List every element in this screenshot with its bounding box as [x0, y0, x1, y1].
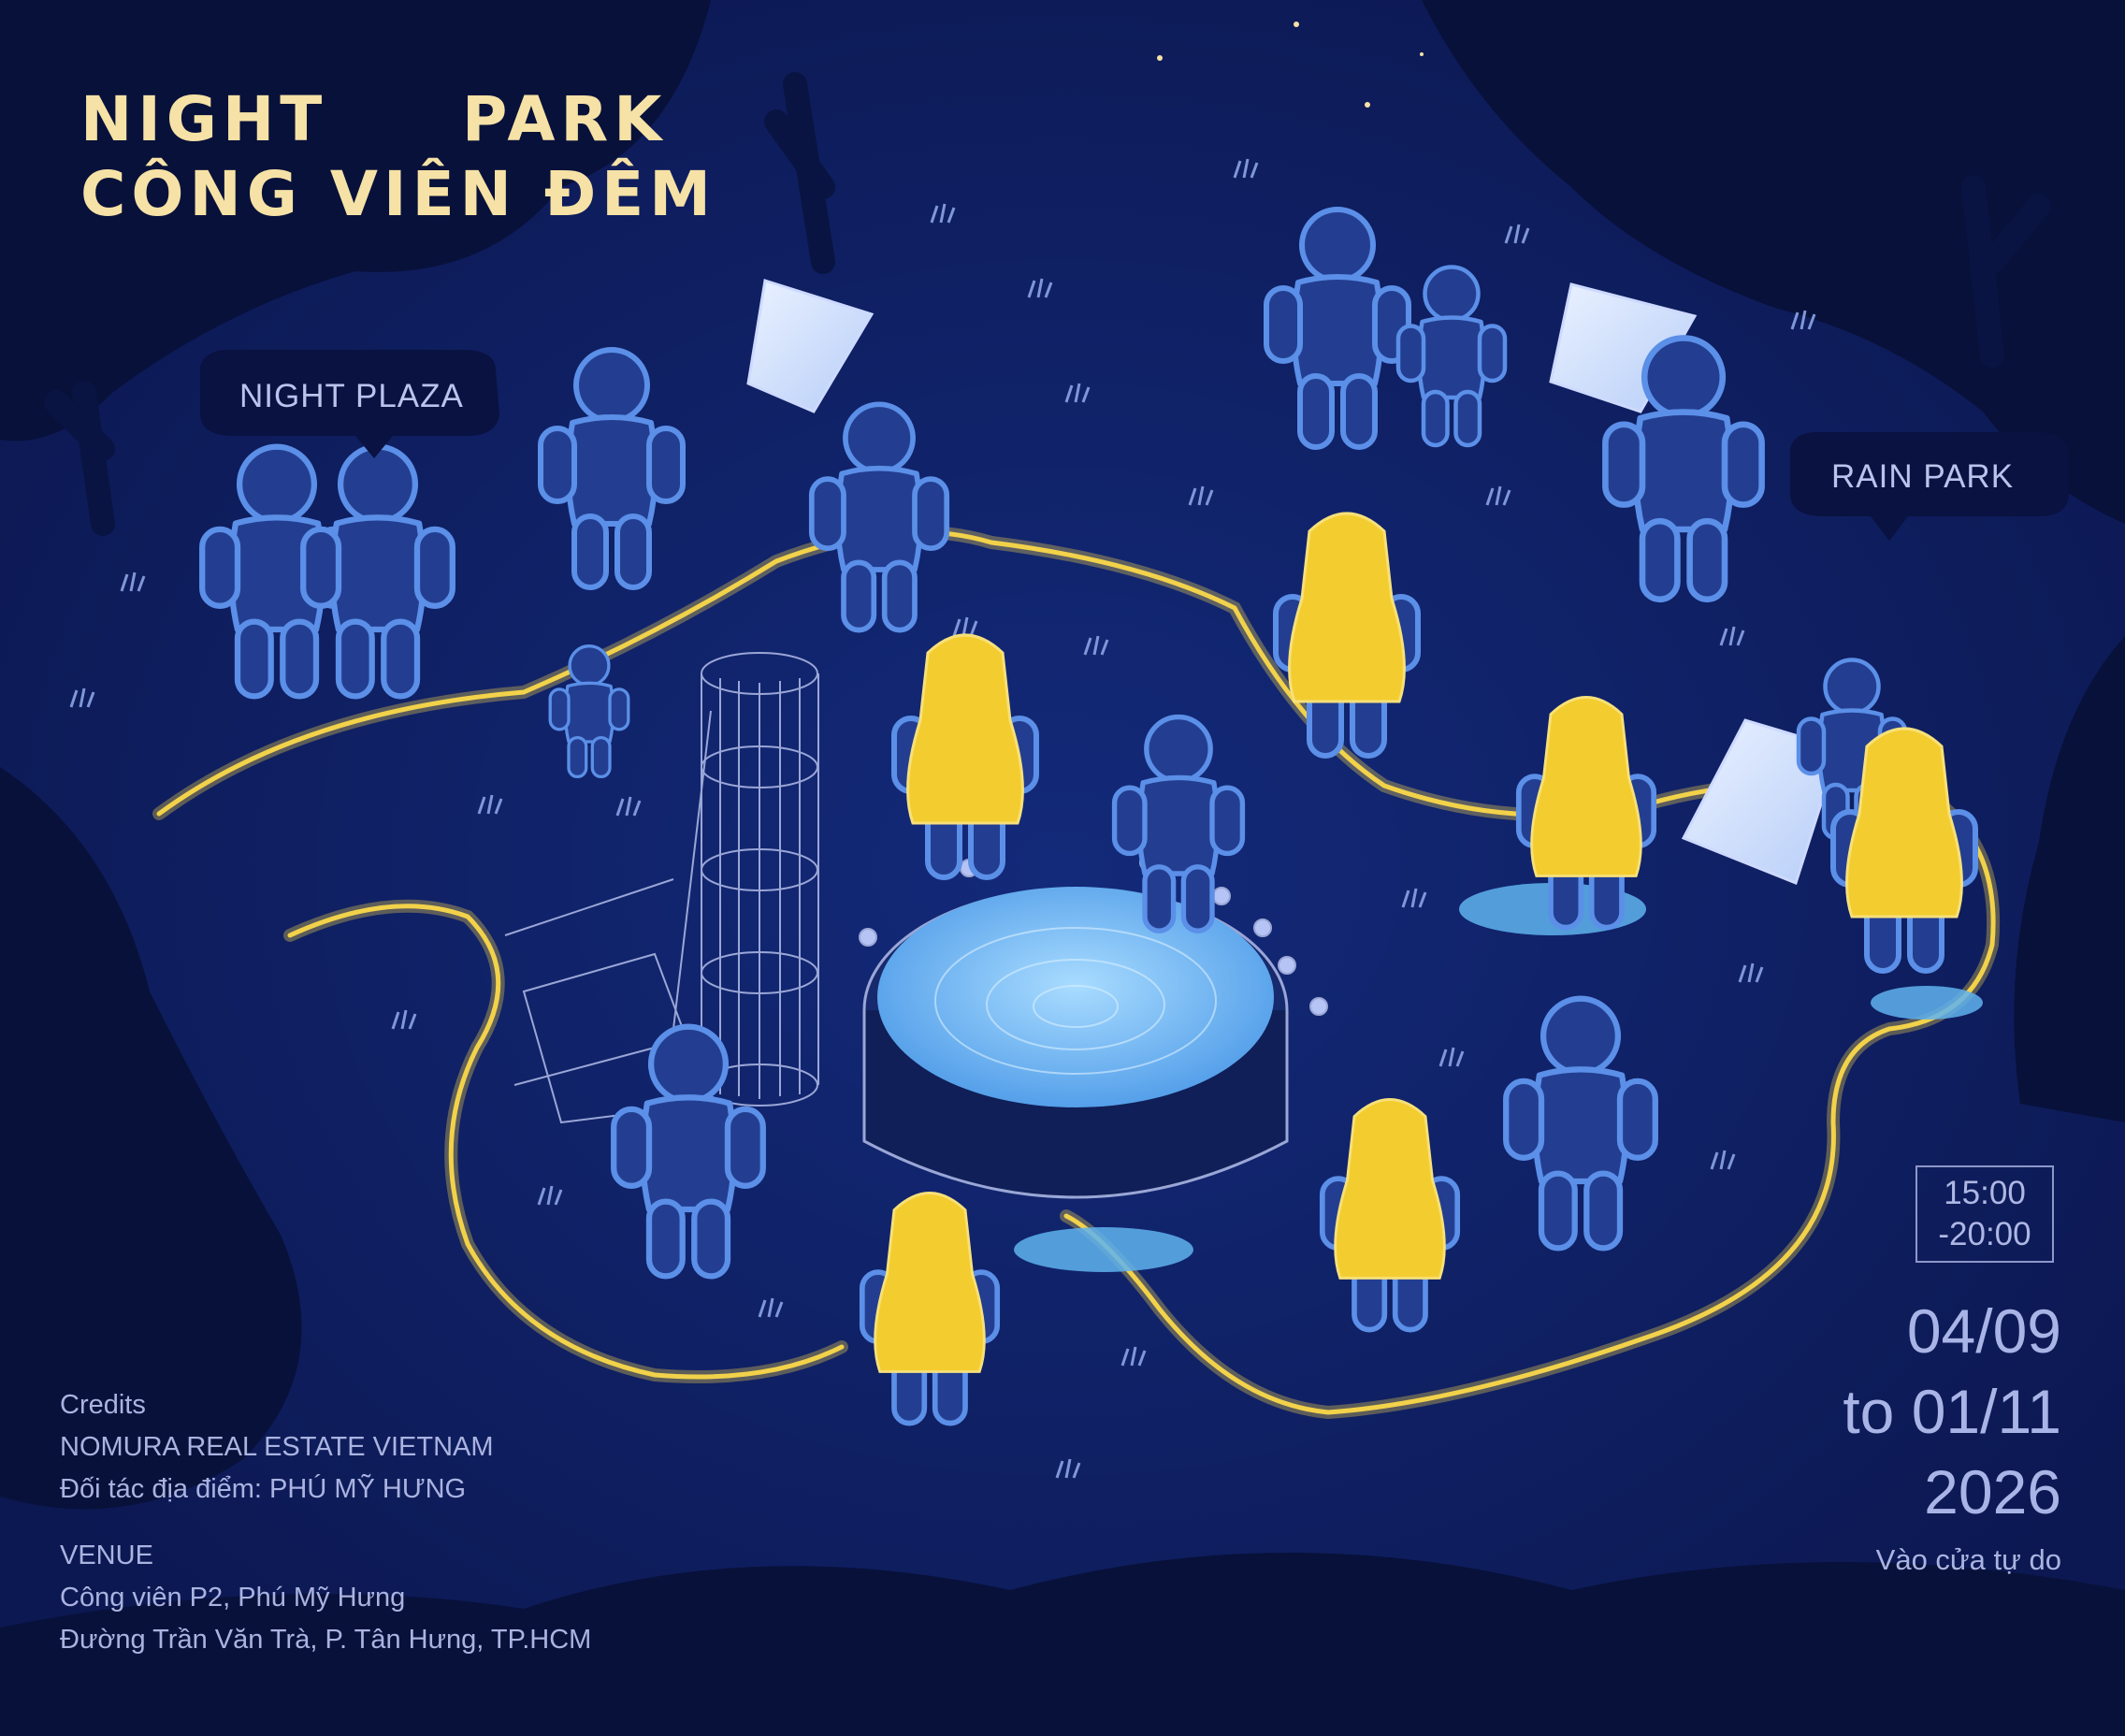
credits-heading: Credits	[60, 1390, 146, 1420]
admission-note: Vào cửa tự do	[1875, 1543, 2061, 1576]
title-night: NIGHT	[80, 83, 328, 155]
date-year: 2026	[1924, 1457, 2061, 1526]
label-bubbles	[200, 349, 2069, 541]
time-start: 15:00	[1944, 1175, 2026, 1211]
stars	[1157, 22, 1424, 108]
title-park: PARK	[462, 83, 668, 155]
credits-partner: Đối tác địa điểm: PHÚ MỸ HƯNG	[60, 1474, 467, 1504]
spacer	[60, 1511, 591, 1535]
area-label-night-plaza: NIGHT PLAZA	[239, 378, 464, 414]
credits-organizer: NOMURA REAL ESTATE VIETNAM	[60, 1432, 494, 1462]
time-end: -20:00	[1938, 1216, 2031, 1252]
venue-heading: VENUE	[60, 1541, 153, 1570]
pool	[862, 887, 1289, 1199]
date-start: 04/09	[1906, 1296, 2061, 1366]
lattice-tower	[504, 652, 819, 1124]
date-end: to 01/11	[1843, 1377, 2061, 1446]
tree-trunks	[44, 72, 2051, 536]
venue-line-2: Đường Trần Văn Trà, P. Tân Hưng, TP.HCM	[60, 1625, 592, 1655]
time-box: 15:00 -20:00	[1915, 1165, 2054, 1263]
event-dates: 04/09 to 01/11 2026	[1843, 1291, 2061, 1532]
grass-tufts	[69, 158, 1816, 1479]
area-label-rain-park: RAIN PARK	[1831, 458, 2015, 495]
credits-block: Credits NOMURA REAL ESTATE VIETNAM Đối t…	[60, 1384, 591, 1661]
venue-line-1: Công viên P2, Phú Mỹ Hưng	[60, 1583, 406, 1613]
title-vietnamese: CÔNG VIÊN ĐÊM	[80, 158, 716, 230]
